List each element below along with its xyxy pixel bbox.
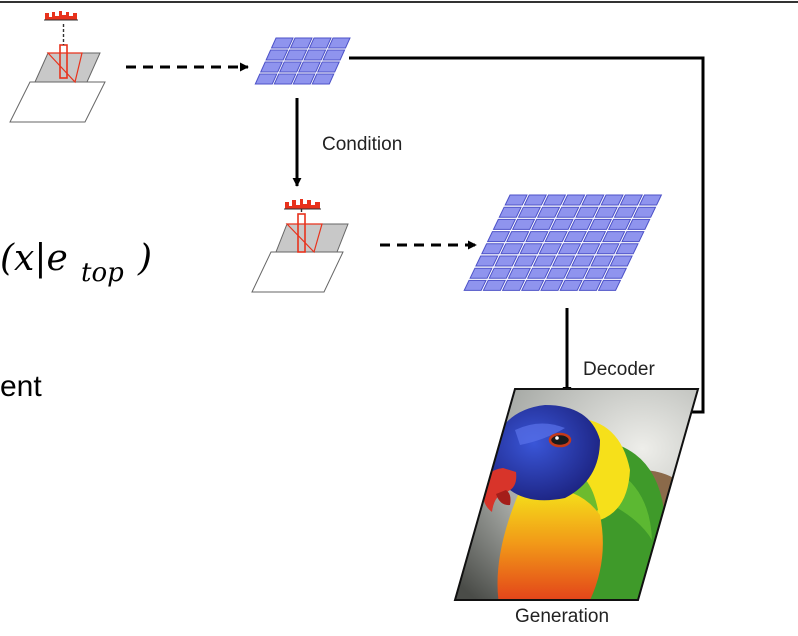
- latent-cell: [563, 231, 587, 243]
- latent-cell: [556, 206, 580, 218]
- latent-cell: [517, 206, 542, 218]
- latent-cell: [259, 61, 283, 73]
- latent-cell: [273, 73, 297, 85]
- latent-cell: [494, 255, 518, 267]
- decoder-label: Decoder: [583, 359, 655, 380]
- latent-cell: [597, 279, 622, 291]
- latent-cell: [254, 73, 278, 85]
- latent-cell: [532, 255, 557, 267]
- latent-cell: [607, 218, 632, 230]
- latent-cell: [581, 194, 605, 206]
- latent-cell: [322, 49, 346, 61]
- cropped-text-fragment: ent: [0, 370, 42, 403]
- formula-expression: (x|e top ): [0, 238, 152, 288]
- latent-cell: [546, 267, 570, 279]
- latent-cell: [578, 279, 602, 291]
- generation-label: Generation: [515, 606, 609, 627]
- latent-cell: [562, 194, 586, 206]
- latent-cell: [571, 255, 595, 267]
- latent-cell: [538, 243, 562, 255]
- latent-cell: [621, 231, 645, 243]
- latent-cell: [292, 73, 316, 85]
- latent-cell: [482, 279, 506, 291]
- latent-cell: [577, 243, 601, 255]
- latent-cell: [588, 218, 613, 230]
- latent-cell: [615, 243, 639, 255]
- latent-cell: [289, 37, 313, 49]
- pixelcnn-icon-top: [9, 11, 106, 123]
- svg-text:): ): [137, 238, 152, 279]
- latent-cell: [488, 267, 512, 279]
- svg-text:(x|e: (x|e: [0, 238, 68, 279]
- latent-cell: [303, 49, 327, 61]
- latent-cell: [602, 231, 626, 243]
- latent-cell: [603, 267, 628, 279]
- latent-cell: [542, 194, 567, 206]
- latent-cell: [525, 231, 549, 243]
- histogram-icon-top: [45, 11, 77, 20]
- svg-text:top: top: [81, 258, 124, 288]
- latent-cell: [308, 37, 332, 49]
- latent-cell: [559, 279, 583, 291]
- latent-cell: [297, 61, 321, 73]
- generation-image: [453, 388, 700, 601]
- pixelcnn-icon-middle: [251, 199, 349, 293]
- latent-cell: [557, 243, 582, 255]
- latent-cell: [498, 206, 522, 218]
- latent-cell: [619, 194, 643, 206]
- latent-cell: [638, 194, 663, 206]
- latent-cell: [504, 194, 528, 206]
- latent-cell: [469, 267, 493, 279]
- top-latent-connector: [349, 56, 705, 414]
- latent-cell: [609, 255, 633, 267]
- latent-cell: [596, 243, 620, 255]
- latent-cell: [551, 255, 576, 267]
- latent-cell: [550, 218, 574, 230]
- latent-cell: [613, 206, 638, 218]
- latent-cell: [565, 267, 589, 279]
- latent-cell: [526, 267, 551, 279]
- latent-cell: [463, 279, 487, 291]
- latent-cell: [590, 255, 614, 267]
- latent-cell: [513, 255, 537, 267]
- latent-cell: [582, 231, 607, 243]
- condition-label: Condition: [322, 134, 402, 155]
- latent-cell: [632, 206, 657, 218]
- top-latent-grid: [254, 37, 351, 85]
- latent-cell: [531, 218, 555, 230]
- latent-cell: [600, 194, 624, 206]
- latent-cell: [540, 279, 564, 291]
- latent-cell: [486, 231, 511, 243]
- latent-cell: [511, 218, 536, 230]
- latent-cell: [506, 231, 530, 243]
- latent-cell: [500, 243, 524, 255]
- latent-cell: [519, 243, 543, 255]
- latent-cell: [475, 255, 499, 267]
- latent-cell: [507, 267, 532, 279]
- latent-cell: [536, 206, 561, 218]
- latent-cell: [278, 61, 302, 73]
- latent-cell: [594, 206, 618, 218]
- latent-cell: [569, 218, 593, 230]
- latent-cell: [584, 267, 608, 279]
- histogram-icon-middle: [285, 199, 320, 209]
- latent-cell: [523, 194, 547, 206]
- latent-cell: [481, 243, 505, 255]
- latent-cell: [575, 206, 599, 218]
- latent-cell: [492, 218, 517, 230]
- latent-cell: [627, 218, 651, 230]
- latent-cell: [327, 37, 351, 49]
- latent-cell: [284, 49, 308, 61]
- latent-cell: [544, 231, 568, 243]
- latent-cell: [270, 37, 294, 49]
- latent-cell: [521, 279, 545, 291]
- latent-cell: [311, 73, 335, 85]
- bottom-latent-grid: [463, 194, 663, 291]
- latent-cell: [265, 49, 289, 61]
- latent-cell: [501, 279, 526, 291]
- latent-cell: [316, 61, 340, 73]
